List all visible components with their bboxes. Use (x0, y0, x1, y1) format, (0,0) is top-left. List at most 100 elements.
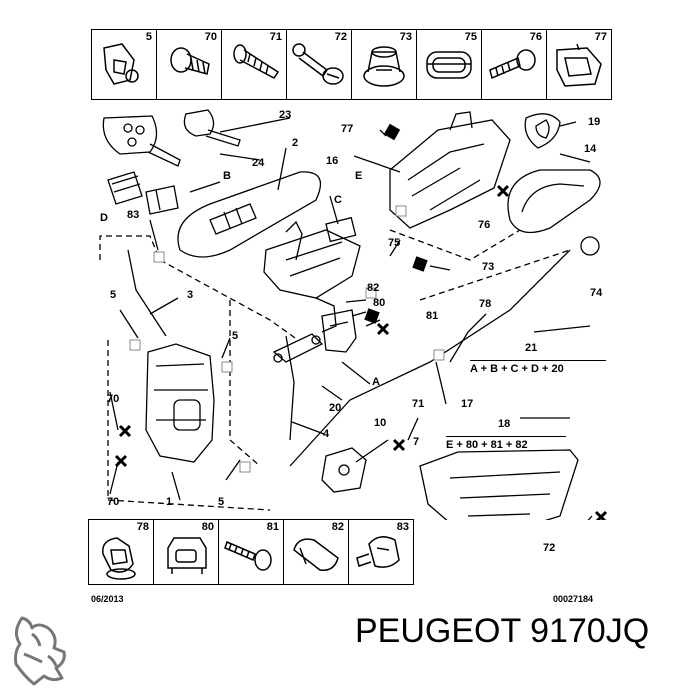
clip-icon (103, 43, 139, 85)
formula-21-number: 21 (525, 342, 538, 354)
formula-21-expression: A + B + C + D + 20 (470, 360, 606, 375)
part-number: 75 (464, 31, 477, 43)
rod-3 (127, 249, 167, 337)
part-number: 80 (201, 521, 214, 533)
callout-71: 71 (412, 398, 425, 410)
part-cell: 71 (221, 29, 287, 100)
bracket-10 (321, 447, 367, 493)
part-number: 71 (269, 31, 282, 43)
bezel-19 (524, 113, 561, 149)
callout-5-rod: 5 (110, 289, 117, 301)
callout-81: 81 (426, 310, 439, 322)
part-number: 73 (399, 31, 412, 43)
callout-4: 4 (323, 428, 330, 440)
callout-1: 1 (166, 496, 173, 508)
callout-23: 23 (279, 109, 292, 121)
callout-17: 17 (461, 398, 474, 410)
callout-80: 80 (373, 297, 386, 309)
part-cell: 80 (153, 519, 219, 585)
part-cell: 77 (546, 29, 612, 100)
callout-A: A (372, 376, 380, 388)
part-cell: 76 (481, 29, 547, 100)
gasket-icon (426, 51, 472, 79)
callout-20: 20 (329, 402, 342, 414)
callout-7: 7 (413, 436, 420, 448)
callout-14: 14 (584, 143, 597, 155)
part-cell: 75 (416, 29, 482, 100)
callout-E: E (355, 170, 363, 182)
callout-70-bottom: 70 (107, 496, 120, 508)
control-rod-17 (289, 249, 571, 467)
formula-18-number: 18 (498, 418, 511, 430)
callout-16: 16 (326, 155, 339, 167)
callout-74: 74 (590, 287, 603, 299)
part-number: 78 (136, 521, 149, 533)
callout-72: 72 (543, 542, 556, 554)
door-lock-body (145, 343, 215, 463)
lock-cylinder (107, 171, 143, 205)
inner-door-handle (507, 169, 601, 234)
callout-73: 73 (482, 261, 495, 273)
bump-stop-icon (293, 538, 339, 571)
nut-icon (363, 46, 405, 87)
diagram-reference: 00027184 (553, 594, 594, 604)
callout-D: D (100, 212, 108, 224)
bump-stop-icon (356, 536, 400, 568)
part-number: 83 (396, 521, 409, 533)
handle-support-7 (419, 449, 579, 520)
part-number: 72 (334, 31, 347, 43)
callout-2: 2 (292, 137, 299, 149)
callout-10: 10 (374, 417, 387, 429)
screw-icon (292, 43, 344, 85)
cap-74 (580, 236, 600, 256)
callout-82: 82 (367, 282, 380, 294)
brand-part-number: PEUGEOT 9170JQ (355, 612, 650, 650)
callout-5-bottom: 5 (218, 496, 225, 508)
callout-78: 78 (479, 298, 492, 310)
peugeot-lion-logo (14, 616, 66, 686)
formula-18-expression: E + 80 + 81 + 82 (446, 436, 566, 451)
top-parts-row: 5 70 71 72 73 75 76 77 (91, 29, 612, 100)
link-20 (272, 333, 324, 363)
callout-83: 83 (127, 209, 140, 221)
plug-icon (167, 537, 207, 574)
callout-24: 24 (252, 157, 265, 169)
callout-77: 77 (341, 123, 354, 135)
screw-icon (489, 49, 536, 80)
callout-B: B (223, 170, 231, 182)
screw-icon (170, 47, 210, 75)
part-number: 77 (594, 31, 607, 43)
part-cell: 81 (218, 519, 284, 585)
remote-key-fob (102, 115, 158, 155)
part-cell: 82 (283, 519, 349, 585)
callout-70-top: 70 (107, 393, 120, 405)
part-cell: 70 (156, 29, 222, 100)
callout-76: 76 (478, 219, 491, 231)
part-cell: 73 (351, 29, 417, 100)
outer-door-handle (177, 171, 321, 258)
lever-bracket (321, 309, 357, 353)
key-head (183, 109, 215, 137)
part-number: 5 (145, 31, 152, 43)
bottom-parts-row: 78 80 81 82 83 (88, 519, 414, 585)
screw-icon (233, 44, 280, 79)
assembly-outline (99, 235, 299, 341)
part-number: 82 (331, 521, 344, 533)
callout-3: 3 (187, 289, 194, 301)
callout-C: C (334, 194, 342, 206)
part-cell: 83 (348, 519, 414, 585)
part-number: 76 (529, 31, 542, 43)
part-cell: 72 (286, 29, 352, 100)
part-cell: 5 (91, 29, 157, 100)
callout-75: 75 (388, 237, 401, 249)
part-number: 81 (266, 521, 279, 533)
part-number: 70 (204, 31, 217, 43)
screw-icon (224, 540, 272, 571)
clip-icon (102, 537, 136, 580)
part-cell: 78 (88, 519, 154, 585)
callout-5-lock: 5 (232, 330, 239, 342)
exploded-door-lock-diagram (99, 109, 608, 520)
callout-19: 19 (588, 116, 601, 128)
rod-4 (285, 335, 295, 441)
handle-carrier (263, 229, 361, 299)
